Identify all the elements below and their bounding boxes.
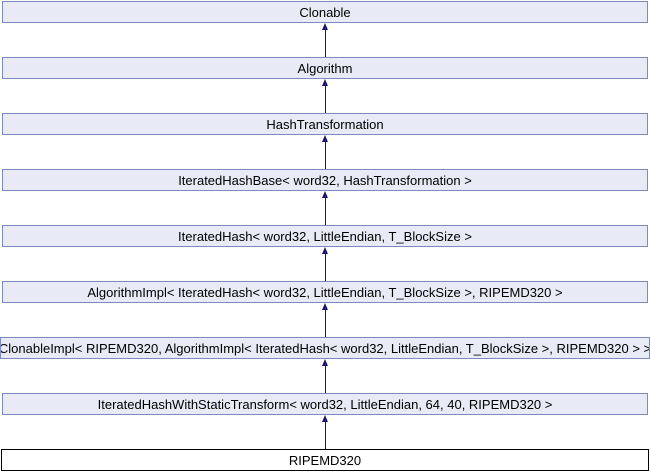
arrow-up-icon <box>322 415 328 422</box>
inheritance-arrow <box>321 23 329 57</box>
inheritance-arrow <box>321 247 329 281</box>
arrow-up-icon <box>322 303 328 310</box>
class-node-clonable[interactable]: Clonable <box>2 1 648 23</box>
arrow-up-icon <box>322 23 328 30</box>
arrow-stem <box>324 142 326 169</box>
arrow-up-icon <box>322 79 328 86</box>
inheritance-arrow <box>321 79 329 113</box>
arrow-up-icon <box>322 135 328 142</box>
inheritance-arrow <box>321 191 329 225</box>
class-node-hashtransformation[interactable]: HashTransformation <box>2 113 648 135</box>
arrow-up-icon <box>322 359 328 366</box>
arrow-stem <box>324 30 326 57</box>
inheritance-arrow <box>321 359 329 393</box>
arrow-stem <box>324 198 326 225</box>
arrow-up-icon <box>322 247 328 254</box>
arrow-stem <box>324 366 326 393</box>
class-node-algorithmimpl[interactable]: AlgorithmImpl< IteratedHash< word32, Lit… <box>2 281 648 303</box>
arrow-stem <box>324 422 326 449</box>
class-node-ripemd320-current: RIPEMD320 <box>1 449 649 471</box>
class-node-algorithm[interactable]: Algorithm <box>2 57 648 79</box>
inheritance-arrow <box>321 303 329 337</box>
arrow-stem <box>324 86 326 113</box>
class-node-clonableimpl[interactable]: ClonableImpl< RIPEMD320, AlgorithmImpl< … <box>0 337 650 359</box>
class-node-iteratedhashwithstatictransform[interactable]: IteratedHashWithStaticTransform< word32,… <box>2 393 648 415</box>
class-node-iteratedhash[interactable]: IteratedHash< word32, LittleEndian, T_Bl… <box>2 225 648 247</box>
arrow-stem <box>324 310 326 337</box>
arrow-up-icon <box>322 191 328 198</box>
class-node-iteratedhashbase[interactable]: IteratedHashBase< word32, HashTransforma… <box>2 169 648 191</box>
inheritance-arrow <box>321 415 329 449</box>
inheritance-arrow <box>321 135 329 169</box>
arrow-stem <box>324 254 326 281</box>
